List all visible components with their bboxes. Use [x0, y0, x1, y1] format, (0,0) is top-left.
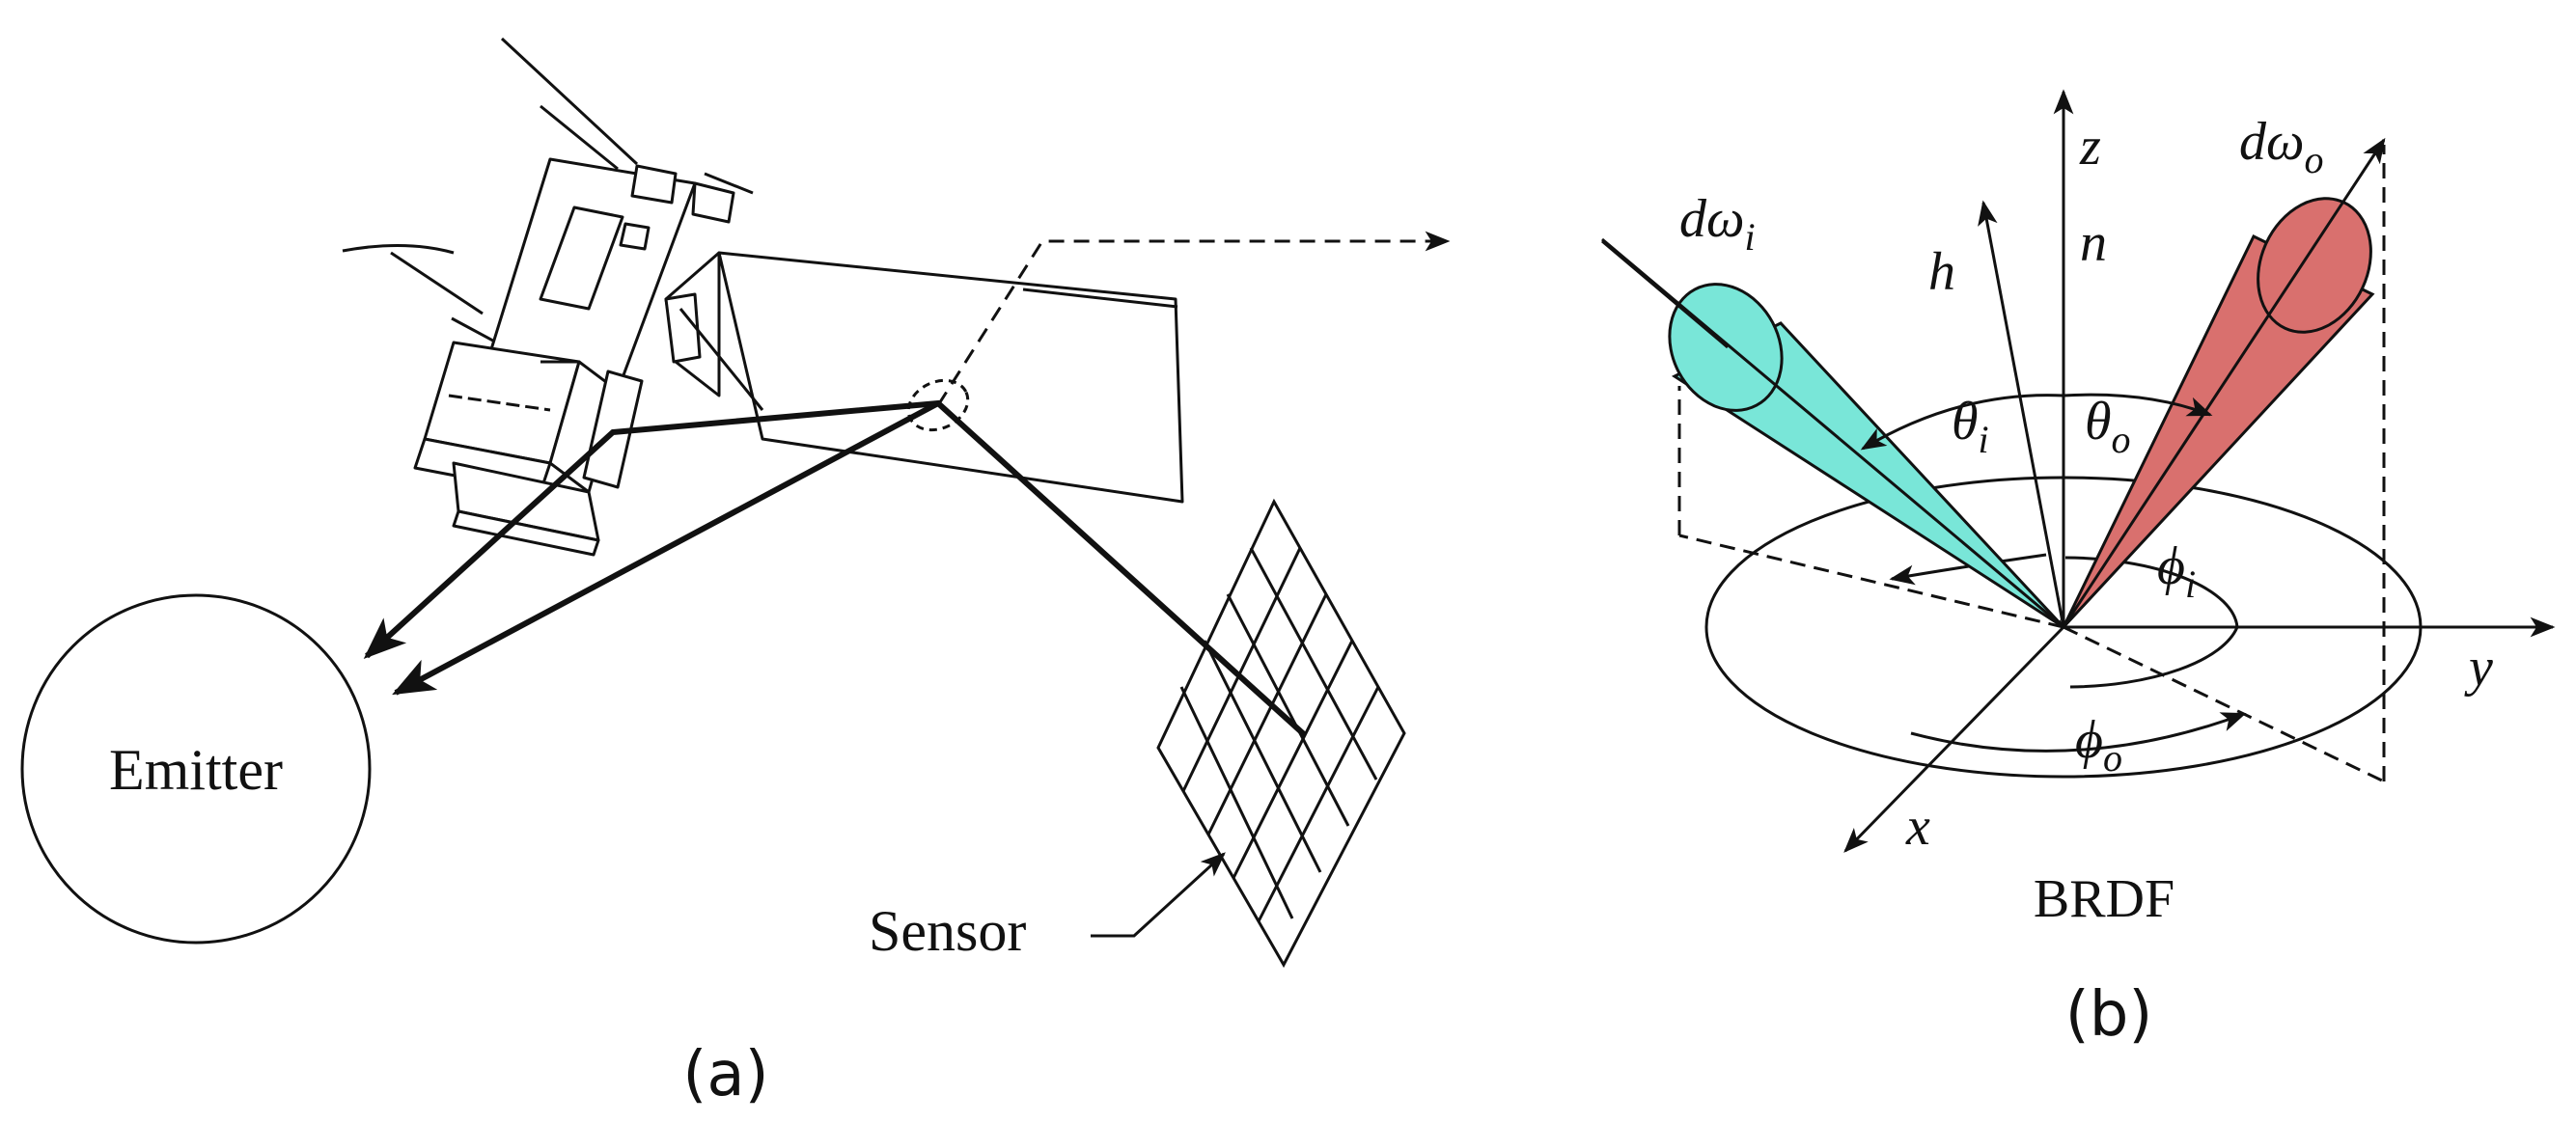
outgoing-cone [2062, 137, 2386, 629]
sensor-pointer-arrow [1091, 852, 1226, 938]
theta-o-sub: o [2112, 418, 2131, 461]
dashed-guides [1677, 145, 2386, 783]
theta-i-arc [1860, 394, 2064, 451]
z-axis-label: z [2079, 117, 2101, 177]
phi-i-arc-arrow [1889, 553, 2047, 586]
sensor-label: Sensor [869, 899, 1026, 963]
d-omega-i-sub: i [1745, 215, 1756, 259]
x-axis [1843, 625, 2065, 853]
h-vector [1978, 200, 2065, 628]
d-omega-i-base: dω [1679, 189, 1745, 249]
d-omega-o-base: dω [2239, 112, 2305, 172]
phi-o-sub: o [2103, 736, 2122, 780]
panel-b: z n h y x dωi dωo θi θo ϕi ϕo BRDF (b) [1601, 89, 2556, 1051]
panel-a-label: (a) [682, 1039, 768, 1110]
d-omega-i-label: dωi [1679, 189, 1756, 259]
normal-label: n [2080, 213, 2107, 273]
incident-cone [1601, 237, 2065, 629]
phi-i-base: ϕ [2157, 536, 2185, 596]
light-paths [363, 231, 1451, 738]
theta-o-base: θ [2085, 392, 2112, 452]
phi-o-arc [1910, 712, 2247, 753]
panel-a: Emitter Sensor (a) [20, 37, 1451, 1110]
half-vector-label: h [1928, 242, 1955, 302]
theta-o-label: θo [2085, 392, 2131, 461]
brdf-caption: BRDF [2034, 869, 2174, 929]
phi-o-base: ϕ [2075, 710, 2103, 770]
panel-b-label: (b) [2065, 979, 2153, 1051]
d-omega-o-sub: o [2305, 138, 2324, 181]
theta-i-sub: i [1979, 418, 1989, 461]
satellite-drawing [342, 37, 1184, 557]
sensor-grid [1156, 498, 1406, 969]
emitter-circle [20, 593, 372, 945]
theta-i-label: θi [1952, 392, 1989, 461]
theta-i-base: θ [1952, 392, 1979, 452]
phi-i-label: ϕi [2157, 536, 2196, 606]
d-omega-o-label: dωo [2239, 112, 2324, 181]
phi-o-label: ϕo [2075, 710, 2122, 780]
emitter-label: Emitter [109, 738, 283, 802]
y-axis-label: y [2464, 638, 2493, 698]
x-axis-label: x [1905, 797, 1930, 857]
phi-i-sub: i [2185, 562, 2196, 606]
theta-o-arc [2063, 393, 2213, 417]
